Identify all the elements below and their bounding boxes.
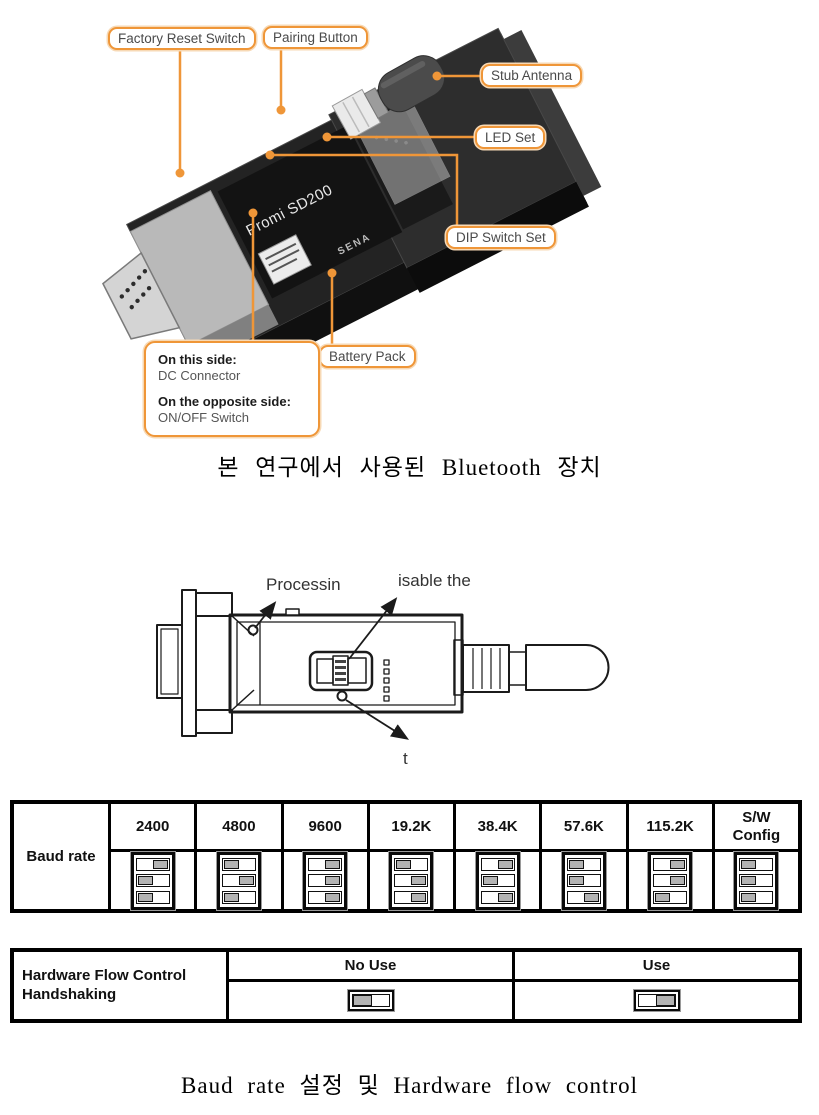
baud-header: 4800	[194, 804, 281, 852]
antenna-stub-drawing	[525, 644, 610, 691]
dip-switch-icon	[130, 851, 175, 910]
device-top-view-figure: Processin isable the t	[156, 571, 610, 768]
led-holes-drawing	[383, 659, 390, 702]
dip-switch-icon	[648, 851, 693, 910]
flow-control-table: Hardware Flow Control Handshaking No Use…	[10, 948, 802, 1023]
note-line-2: DC Connector	[158, 368, 241, 384]
callout-stub-antenna: Stub Antenna	[481, 64, 583, 87]
baud-dip-cell	[108, 851, 194, 910]
baud-dip-cell	[539, 851, 625, 910]
flow-label-line1: Hardware Flow Control	[22, 966, 187, 984]
baud-header: 115.2K	[625, 804, 712, 852]
db9-connector	[102, 251, 181, 340]
baud-dip-cell	[366, 851, 453, 910]
dip-switch-icon	[561, 851, 606, 910]
baud-header: 57.6K	[539, 804, 626, 852]
baud-rate-table: Baud rate 2400 4800 9600 19.2K 38.4K 57.…	[10, 800, 802, 913]
baud-dip-cell	[194, 851, 280, 910]
baud-dip-cell	[711, 851, 798, 910]
note-line-3: On the opposite side:	[158, 393, 291, 409]
baud-header: S/W Config	[711, 804, 798, 852]
db9-pins	[119, 269, 152, 310]
dip-switch-icon	[475, 851, 520, 910]
baud-rate-row-label: Baud rate	[26, 848, 96, 865]
figure1-caption: 본 연구에서 사용된 Bluetooth 장치	[217, 455, 602, 480]
bluetooth-device-figure: Promi SD200 SENA	[102, 27, 602, 394]
bottom-caption: Baud rate 설정 및 Hardware flow control	[181, 1073, 638, 1098]
baud-dip-cell	[280, 851, 367, 910]
callout-factory-reset-switch: Factory Reset Switch	[108, 27, 256, 50]
figure2-label-t: t	[403, 749, 408, 768]
callout-led-set: LED Set	[475, 126, 546, 149]
flow-switch-icon	[633, 990, 680, 1011]
dip-switch-icon	[303, 851, 348, 910]
note-line-4: ON/OFF Switch	[158, 409, 250, 425]
baud-dip-cell	[625, 851, 712, 910]
side-note-box: On this side: DC Connector On the opposi…	[144, 341, 320, 437]
callout-anchor-dots	[175, 71, 442, 278]
dip-switch-icon	[389, 851, 434, 910]
flow-switch-cell	[512, 982, 798, 1019]
dip-switch-icon	[216, 851, 261, 910]
baud-header: 19.2K	[366, 804, 453, 852]
figure2-label-processin: Processin	[266, 575, 341, 594]
label-sticker	[257, 234, 312, 285]
flow-label-line2: Handshaking	[22, 985, 117, 1003]
stub-antenna-graphic	[331, 55, 446, 140]
dip-switch-icon	[734, 851, 779, 910]
antenna-nut-drawing	[462, 644, 510, 693]
flow-header-use: Use	[512, 952, 798, 982]
callout-leader-lines	[178, 50, 480, 344]
flow-switch-cell	[226, 982, 512, 1019]
dip-switch-drawing	[308, 650, 374, 692]
baud-header: 38.4K	[453, 804, 540, 852]
callout-pairing-button: Pairing Button	[263, 26, 368, 49]
baud-header: 2400	[108, 804, 195, 852]
flow-header-no-use: No Use	[226, 952, 512, 982]
device-body: Promi SD200 SENA	[102, 27, 602, 394]
note-line-1: On this side:	[158, 352, 237, 367]
flow-switch-icon	[347, 990, 394, 1011]
flow-control-row-label: Hardware Flow Control Handshaking	[14, 952, 226, 1019]
figure2-label-isable: isable the	[398, 571, 471, 590]
baud-dip-cell	[453, 851, 539, 910]
callout-dip-switch-set: DIP Switch Set	[446, 226, 556, 249]
callout-battery-pack: Battery Pack	[319, 345, 416, 368]
baud-header: 9600	[280, 804, 367, 852]
